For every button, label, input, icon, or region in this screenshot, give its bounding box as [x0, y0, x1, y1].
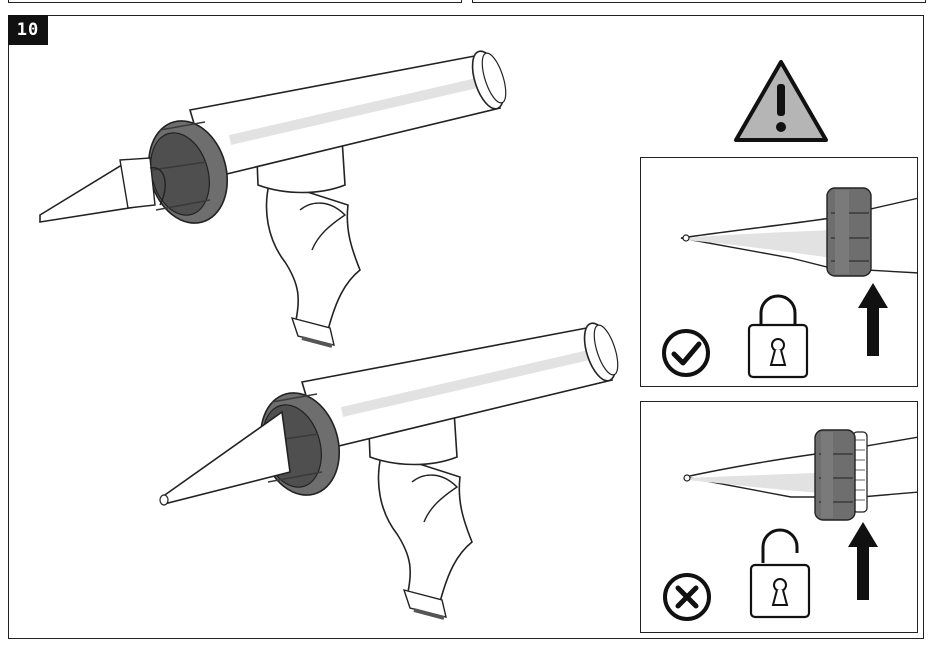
warning-triangle-icon	[734, 60, 828, 142]
cross-circle-icon	[663, 573, 711, 621]
arrow-up-icon	[848, 522, 878, 600]
caulking-gun-illustration-top	[39, 47, 511, 346]
padlock-open-icon	[749, 528, 811, 619]
correct-assembly-drawing	[662, 187, 917, 379]
incorrect-assembly-drawing	[663, 429, 917, 621]
caulking-gun-illustration-bottom	[159, 319, 623, 618]
padlock-closed-icon	[747, 294, 809, 379]
correct-assembly-panel	[640, 157, 918, 387]
previous-step-frame-fragment	[472, 0, 926, 3]
previous-step-frame-fragment	[8, 0, 462, 3]
step-number-badge: 10	[8, 15, 48, 45]
step-frame	[8, 15, 924, 639]
arrow-up-icon	[858, 283, 888, 356]
incorrect-assembly-panel	[640, 401, 918, 633]
check-circle-icon	[662, 329, 710, 377]
